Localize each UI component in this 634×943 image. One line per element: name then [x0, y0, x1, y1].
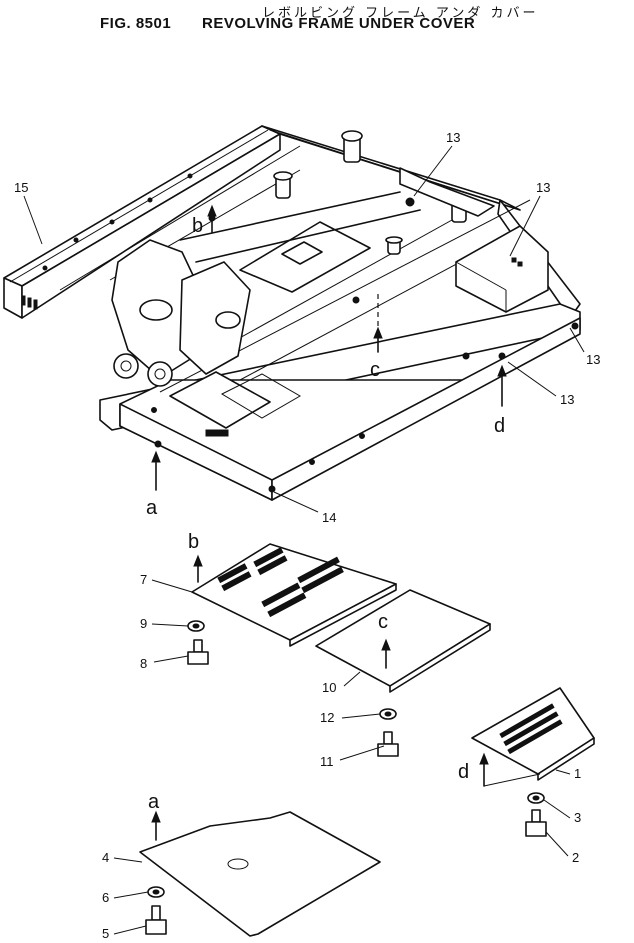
view-marker-a-part: a — [148, 791, 160, 813]
view-marker-b-part: b — [188, 531, 199, 553]
callout-13-top: 13 — [446, 130, 460, 145]
callout-13-bolt: 13 — [560, 392, 574, 407]
callout-9: 9 — [140, 616, 147, 631]
part-7-vented-cover — [191, 543, 397, 647]
view-arrow-a-top — [151, 450, 161, 491]
callout-10: 10 — [322, 680, 336, 695]
view-arrow-c-top — [373, 294, 383, 353]
view-arrow-a-part — [151, 810, 161, 841]
part-1-vented-cover — [471, 687, 595, 781]
callout-8: 8 — [140, 656, 147, 671]
view-marker-a-top: a — [146, 497, 158, 519]
callout-15: 15 — [14, 180, 28, 195]
bolt-icon — [145, 639, 547, 935]
leader-lines-parts — [113, 579, 571, 935]
figure-number: FIG. 8501 — [100, 15, 172, 32]
vent-slots-icon — [499, 703, 563, 755]
washer-icon — [147, 620, 545, 898]
japanese-title: レボルビング フレーム アンダ カバー — [262, 6, 539, 21]
view-arrow-c-part — [381, 638, 391, 669]
view-marker-d-top: d — [494, 415, 505, 437]
callout-12: 12 — [320, 710, 334, 725]
figure-header: レボルビング フレーム アンダ カバー FIG. 8501 REVOLVING … — [0, 0, 634, 44]
callout-2: 2 — [572, 850, 579, 865]
view-marker-c-part: c — [378, 611, 388, 633]
frame-bolt-icon — [42, 173, 579, 493]
callout-13-rail: 13 — [586, 352, 600, 367]
part-10-plain-cover — [315, 589, 491, 693]
view-arrow-b-top — [207, 204, 217, 233]
callout-13-right: 13 — [536, 180, 550, 195]
view-arrow-d-part — [479, 752, 541, 787]
callout-5: 5 — [102, 926, 109, 941]
view-marker-b-top: b — [192, 215, 203, 237]
callout-14: 14 — [322, 510, 336, 525]
vent-slots-icon — [217, 547, 344, 618]
callout-7: 7 — [140, 572, 147, 587]
callout-6: 6 — [102, 890, 109, 905]
figure-title: REVOLVING FRAME UNDER COVER — [202, 15, 476, 32]
callout-1: 1 — [574, 766, 581, 781]
side-vent-icon — [21, 295, 38, 310]
callout-3: 3 — [574, 810, 581, 825]
leader-lines-frame — [23, 145, 585, 513]
view-arrow-d-top — [497, 364, 507, 407]
view-marker-c-top: c — [370, 359, 380, 381]
part-4-large-cover — [139, 811, 381, 937]
view-arrow-b-part — [193, 554, 203, 583]
view-marker-d-part: d — [458, 761, 469, 783]
callout-4: 4 — [102, 850, 109, 865]
revolving-frame — [3, 125, 581, 501]
callout-11: 11 — [320, 754, 334, 769]
